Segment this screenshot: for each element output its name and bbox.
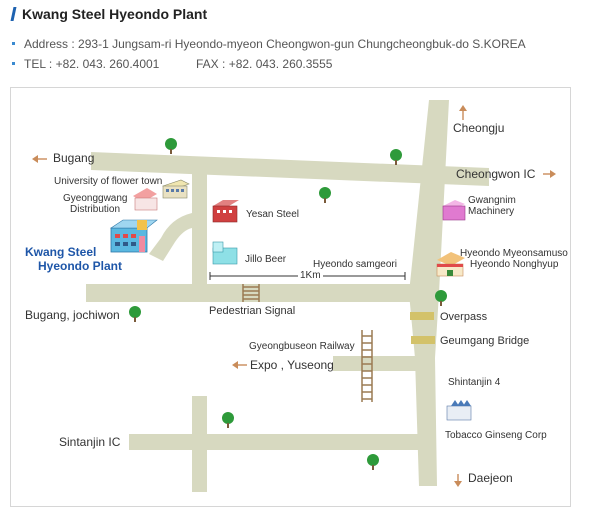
factory-icon — [110, 219, 158, 253]
tobacco-building-icon — [446, 400, 472, 421]
label-myeonsamuso: Hyeondo Myeonsamuso — [460, 248, 568, 259]
label-yesan-steel: Yesan Steel — [246, 209, 300, 220]
label-railway: Gyeongbuseon Railway — [249, 341, 355, 352]
label-jillo-beer: Jillo Beer — [245, 254, 287, 265]
main-vertical-road — [409, 100, 449, 486]
connector-road — [192, 170, 207, 284]
railway-track — [361, 330, 373, 402]
bridge-mark — [411, 336, 435, 344]
arrow-left-icon — [32, 155, 47, 163]
label-kwang-steel-2: Hyeondo Plant — [38, 259, 123, 273]
tree-icon — [435, 290, 447, 306]
label-bugang: Bugang — [53, 151, 95, 165]
label-shintanjin4: Shintanjin 4 — [448, 377, 501, 388]
label-overpass: Overpass — [440, 311, 488, 323]
address-value: 293-1 Jungsam-ri Hyeondo-myeon Cheongwon… — [78, 37, 526, 51]
address-line: Address : 293-1 Jungsam-ri Hyeondo-myeon… — [12, 37, 526, 51]
jillo-beer-building-icon — [212, 241, 238, 265]
upper-road — [91, 152, 489, 186]
myeonsamuso-building-icon — [436, 252, 465, 277]
gwangnim-building-icon — [442, 200, 466, 221]
label-sintanjin-ic: Sintanjin IC — [59, 435, 121, 449]
roads — [86, 100, 489, 492]
label-gyeonggwang-2: Distribution — [70, 204, 121, 215]
label-bugang-jochiwon: Bugang, jochiwon — [25, 308, 120, 322]
label-daejeon: Daejeon — [468, 471, 513, 485]
label-cheongju: Cheongju — [453, 121, 505, 135]
arrow-down-icon — [454, 474, 462, 487]
expo-road — [333, 356, 429, 371]
label-kwang-steel-1: Kwang Steel — [25, 245, 97, 259]
label-hyeondo-samgeori: Hyeondo samgeori — [313, 259, 397, 270]
page-title: Kwang Steel Hyeondo Plant — [10, 6, 208, 22]
tel-value: +82. 043. 260.4001 — [55, 57, 160, 71]
title-accent-bar — [10, 7, 17, 21]
label-tobacco: Tobacco Ginseng Corp — [445, 430, 547, 441]
label-gwangnim-2: Machinery — [468, 206, 515, 217]
label-geumgang-bridge: Geumgang Bridge — [440, 335, 530, 347]
bullet-icon — [12, 62, 15, 65]
label-expo: Expo , Yuseong — [250, 358, 334, 372]
label-university: University of flower town — [54, 176, 163, 187]
tree-icon — [367, 454, 379, 470]
label-cheongwon-ic: Cheongwon IC — [456, 167, 536, 181]
sintanjin-road — [129, 434, 425, 450]
label-gyeonggwang-1: Gyeonggwang — [63, 193, 128, 204]
label-distance: 1Km — [298, 270, 323, 281]
tree-icon — [165, 138, 177, 154]
bullet-icon — [12, 42, 15, 45]
tree-icon — [222, 412, 234, 428]
label-nonghyup: Hyeondo Nonghyup — [470, 259, 559, 270]
label-pedestrian-signal: Pedestrian Signal — [209, 305, 296, 317]
distribution-building-icon — [133, 188, 158, 211]
lower-vertical-road — [192, 396, 207, 492]
tree-icon — [390, 149, 402, 165]
fax-label: FAX : — [196, 57, 226, 71]
trees — [129, 138, 447, 470]
tree-icon — [319, 187, 331, 203]
label-gwangnim-1: Gwangnim — [468, 195, 516, 206]
direction-arrows — [32, 105, 556, 487]
tree-icon — [129, 306, 141, 322]
fax-group: FAX : +82. 043. 260.3555 — [196, 57, 332, 71]
location-map: Cheongju Bugang Cheongwon IC University … — [10, 87, 571, 507]
tel-label: TEL : — [24, 57, 53, 71]
fax-value: +82. 043. 260.3555 — [228, 57, 333, 71]
overpass-mark — [410, 312, 434, 320]
yesan-steel-building-icon — [212, 200, 239, 223]
pedestrian-crossing — [242, 284, 260, 302]
contact-line: TEL : +82. 043. 260.4001 FAX : +82. 043.… — [12, 57, 572, 71]
address-label: Address : — [24, 37, 75, 51]
map-canvas — [32, 100, 556, 492]
middle-road — [86, 284, 421, 302]
university-building-icon — [162, 179, 190, 199]
arrow-up-icon — [459, 105, 467, 120]
plant-access-road — [149, 213, 192, 261]
arrow-right-icon — [543, 170, 556, 178]
page-title-text: Kwang Steel Hyeondo Plant — [22, 6, 208, 22]
arrow-left-icon — [232, 361, 247, 369]
